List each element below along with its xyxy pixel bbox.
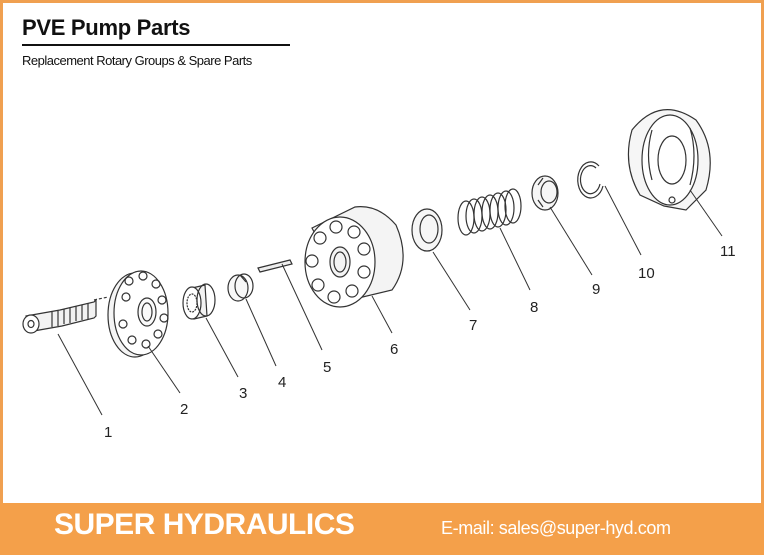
leader-line-8 [499, 227, 531, 291]
contact-email[interactable]: E-mail: sales@super-hyd.com [441, 518, 671, 538]
brand-name: SUPER HYDRAULICS [54, 508, 355, 541]
leader-line-5 [281, 263, 323, 351]
callout-3: 3 [239, 385, 247, 402]
spring-icon [457, 188, 522, 236]
leader-line-3 [205, 317, 239, 378]
callout-5: 5 [323, 359, 331, 376]
leader-line-6 [371, 295, 393, 334]
leader-line-4 [245, 298, 277, 367]
leader-line-10 [604, 185, 642, 256]
page-subtitle: Replacement Rotary Groups & Spare Parts [22, 53, 252, 68]
title-divider [22, 44, 290, 46]
callout-1: 1 [104, 424, 112, 441]
callout-10: 10 [638, 265, 655, 282]
callout-2: 2 [180, 401, 188, 418]
swash-plate-icon [627, 109, 711, 211]
shaft-icon [22, 296, 109, 334]
exploded-parts-diagram: 1 2 3 4 5 6 7 8 9 10 11 [22, 109, 736, 441]
leader-line-2 [147, 345, 181, 394]
cylinder-block-icon [304, 206, 404, 308]
retainer-icon [531, 175, 559, 211]
callout-11: 11 [720, 243, 736, 260]
callout-8: 8 [530, 299, 538, 316]
pin-icon [257, 259, 293, 273]
callout-9: 9 [592, 281, 600, 298]
leader-line-1 [57, 333, 103, 416]
leader-line-11 [689, 189, 723, 237]
split-ring-icon [227, 273, 254, 302]
page-title: PVE Pump Parts [22, 15, 191, 40]
washer-icon [411, 208, 443, 252]
port-plate-icon [107, 270, 169, 358]
callout-4: 4 [278, 374, 286, 391]
callout-7: 7 [469, 317, 477, 334]
leader-line-7 [432, 251, 471, 311]
callout-6: 6 [390, 341, 398, 358]
leader-line-9 [549, 206, 593, 276]
spline-bushing-icon [182, 283, 216, 320]
footer-bar [0, 503, 764, 555]
snap-ring-icon [577, 161, 604, 199]
